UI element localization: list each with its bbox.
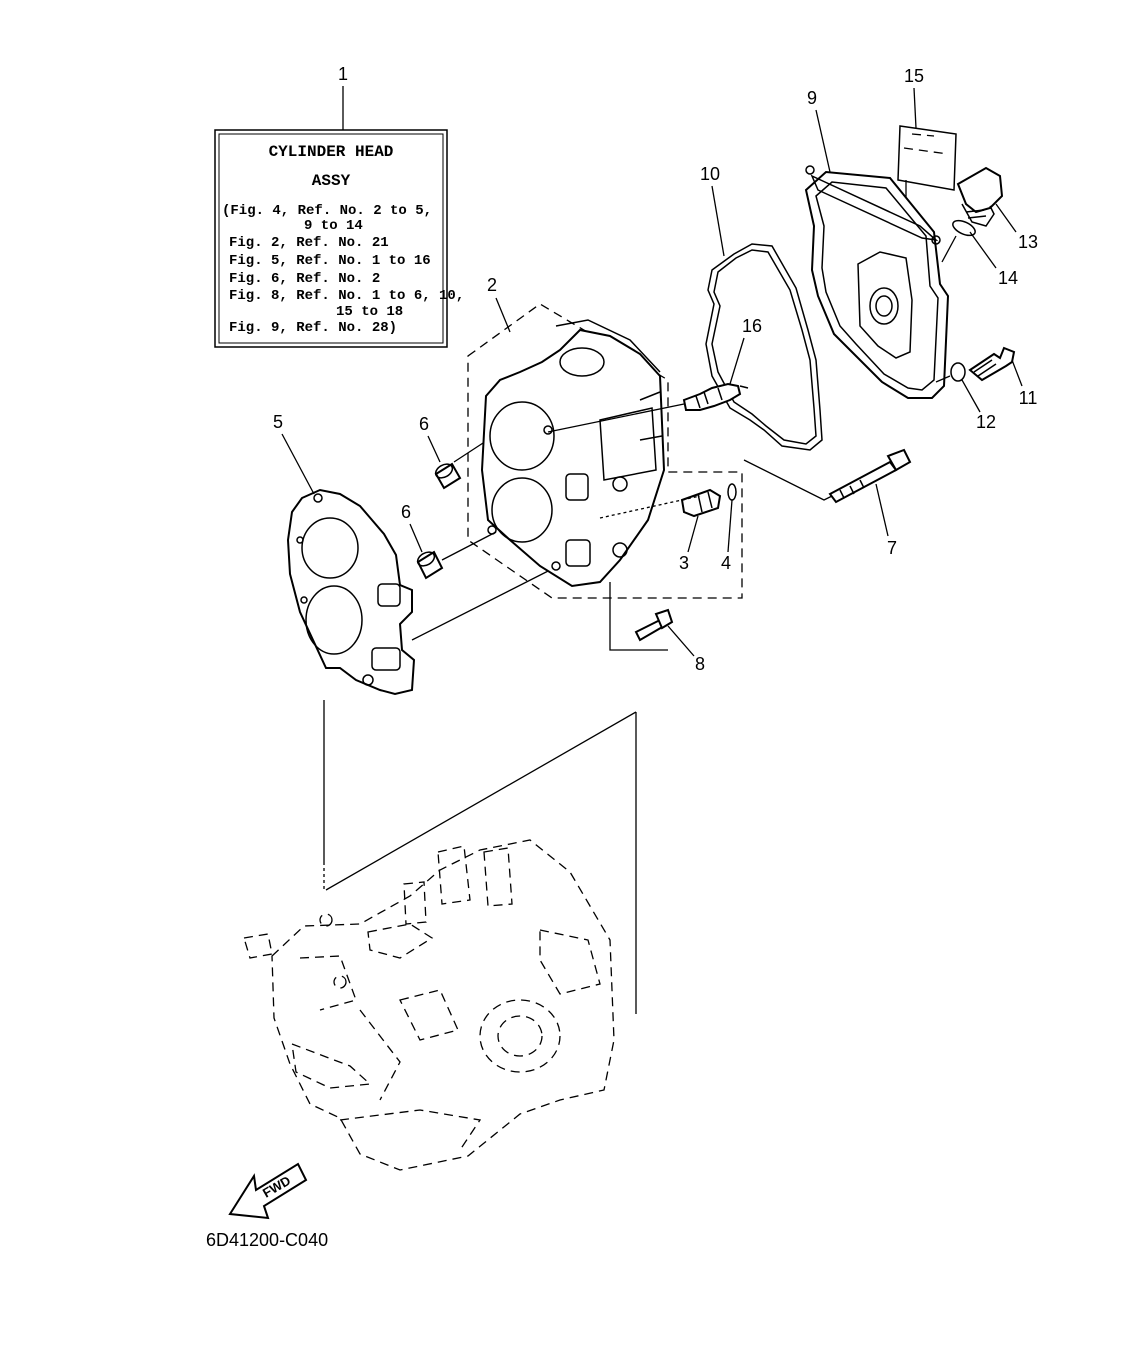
callout-14: 14 [998, 268, 1018, 288]
callout-16: 16 [742, 316, 762, 336]
assembly-note-line: Fig. 2, Ref. No. 21 [229, 235, 389, 251]
assembly-note-line: 9 to 14 [304, 218, 363, 234]
callout-10: 10 [700, 164, 720, 184]
assembly-note-title-line2: ASSY [312, 172, 351, 190]
crankcase-reference [243, 839, 615, 1171]
assembly-note-title-line1: CYLINDER HEAD [269, 143, 394, 161]
callout-11: 11 [1019, 388, 1038, 408]
callout-2: 2 [487, 275, 497, 295]
callout-3: 3 [679, 553, 689, 573]
assembly-note-line: 15 to 18 [336, 304, 403, 320]
label-part [897, 125, 957, 191]
callout-5: 5 [273, 412, 283, 432]
callout-13: 13 [1018, 232, 1038, 252]
washer-part [950, 362, 966, 382]
assembly-line [325, 711, 637, 891]
oil-filler-cap-part [956, 166, 1004, 227]
assembly-note-line: Fig. 9, Ref. No. 28) [229, 320, 397, 336]
o-ring-part [952, 219, 976, 237]
dowel-pin-part [416, 550, 444, 580]
cylinder-head-part [480, 319, 666, 588]
callout-8: 8 [695, 654, 705, 674]
callout-4: 4 [721, 553, 731, 573]
assembly-note-line: Fig. 5, Ref. No. 1 to 16 [229, 253, 431, 269]
callout-6a: 6 [419, 414, 429, 434]
callout-12: 12 [976, 412, 996, 432]
cylinder-head-cover-part [804, 165, 950, 399]
cover-bolt-part [968, 346, 1016, 382]
cylinder-head-group-outline [467, 303, 743, 599]
short-bolt-part [634, 608, 674, 642]
callout-9: 9 [807, 88, 817, 108]
assembly-note-box: CYLINDER HEAD ASSY (Fig. 4, Ref. No. 2 t… [214, 129, 464, 348]
clip-part [727, 483, 737, 501]
cover-gasket-part [705, 243, 823, 451]
callout-1: 1 [338, 64, 348, 84]
callout-7: 7 [887, 538, 897, 558]
assembly-note-line: (Fig. 4, Ref. No. 2 to 5, [222, 203, 432, 219]
long-bolt-part [828, 448, 912, 504]
dowel-pin-part [434, 462, 462, 490]
anode-part [680, 488, 722, 518]
callout-15: 15 [904, 66, 924, 86]
drawing-code: 6D41200-C040 [206, 1230, 328, 1250]
callout-6b: 6 [401, 502, 411, 522]
spark-plug-part [682, 382, 749, 411]
assembly-note-line: Fig. 8, Ref. No. 1 to 6, 10, [229, 288, 464, 304]
assembly-note-line: Fig. 6, Ref. No. 2 [229, 271, 380, 287]
fwd-arrow-icon: FWD [228, 1162, 308, 1220]
head-gasket-part [286, 488, 416, 696]
assembly-line [599, 495, 701, 519]
